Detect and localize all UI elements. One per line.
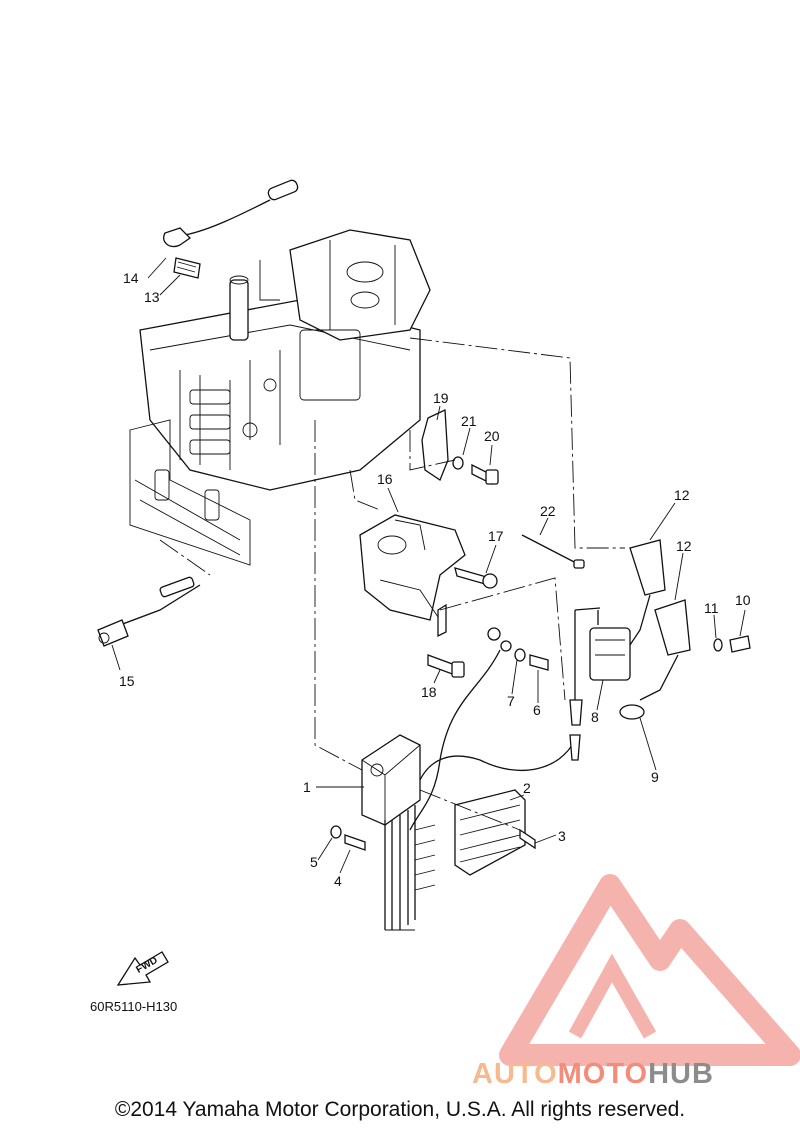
bolt-10-washer-11 xyxy=(713,635,751,653)
callout-1: 1 xyxy=(303,779,311,795)
callout-10: 10 xyxy=(735,592,751,608)
grommet xyxy=(619,704,645,720)
connector-lead xyxy=(97,576,201,647)
coil-lead xyxy=(419,739,576,781)
callout-18: 18 xyxy=(421,684,437,700)
clamp-bolt-set xyxy=(421,409,499,486)
bolt-4-washer-5 xyxy=(330,825,366,851)
ground-lead xyxy=(409,649,501,831)
callout-13: 13 xyxy=(144,289,160,305)
callout-19: 19 xyxy=(433,390,449,406)
hardware-6-7-18 xyxy=(427,627,549,678)
bullet-connector-2 xyxy=(569,699,583,726)
callout-11: 11 xyxy=(704,600,719,616)
callout-12a: 12 xyxy=(674,487,690,503)
thermo-switch-assembly xyxy=(163,179,299,279)
callout-20: 20 xyxy=(484,428,500,444)
callout-12b: 12 xyxy=(676,538,692,554)
callout-7: 7 xyxy=(507,693,515,709)
watermark-text: AUTOMOTOHUB xyxy=(472,1058,714,1091)
bracket-assembly xyxy=(359,514,498,638)
callout-17: 17 xyxy=(488,528,504,544)
tie-strap-head xyxy=(573,559,585,569)
callout-9: 9 xyxy=(651,769,659,785)
callout-5: 5 xyxy=(310,854,318,870)
copyright-footer: ©2014 Yamaha Motor Corporation, U.S.A. A… xyxy=(114,1098,686,1121)
spark-plug-caps xyxy=(604,539,691,701)
callout-6: 6 xyxy=(533,702,541,718)
reference-lines xyxy=(159,337,625,831)
callout-21: 21 xyxy=(461,413,477,429)
tie-strap xyxy=(521,534,581,566)
leader-lines xyxy=(111,257,746,874)
fwd-arrow: FWD xyxy=(116,951,169,986)
cdi-unit xyxy=(361,734,421,931)
watermark-auto: AUTO xyxy=(472,1058,558,1090)
callout-14: 14 xyxy=(123,270,139,286)
wire-arrows xyxy=(414,824,436,891)
callout-2: 2 xyxy=(523,780,531,796)
callout-22: 22 xyxy=(540,503,556,519)
callout-16: 16 xyxy=(377,471,393,487)
watermark-moto: MOTO xyxy=(557,1058,649,1090)
callout-labels: 1 2 3 4 5 6 7 8 9 10 11 12 12 13 14 15 1… xyxy=(119,270,751,889)
ignition-coil xyxy=(574,607,631,700)
watermark-hub: HUB xyxy=(648,1058,714,1090)
drawing-code: 60R5110-H130 xyxy=(90,999,177,1014)
callout-3: 3 xyxy=(558,828,566,844)
terminal-block xyxy=(454,789,536,876)
bullet-connector xyxy=(569,734,581,761)
callout-15: 15 xyxy=(119,673,135,689)
engine-block xyxy=(129,229,431,566)
watermark-logo xyxy=(499,874,800,1066)
callout-4: 4 xyxy=(334,873,342,889)
callout-8: 8 xyxy=(591,709,599,725)
